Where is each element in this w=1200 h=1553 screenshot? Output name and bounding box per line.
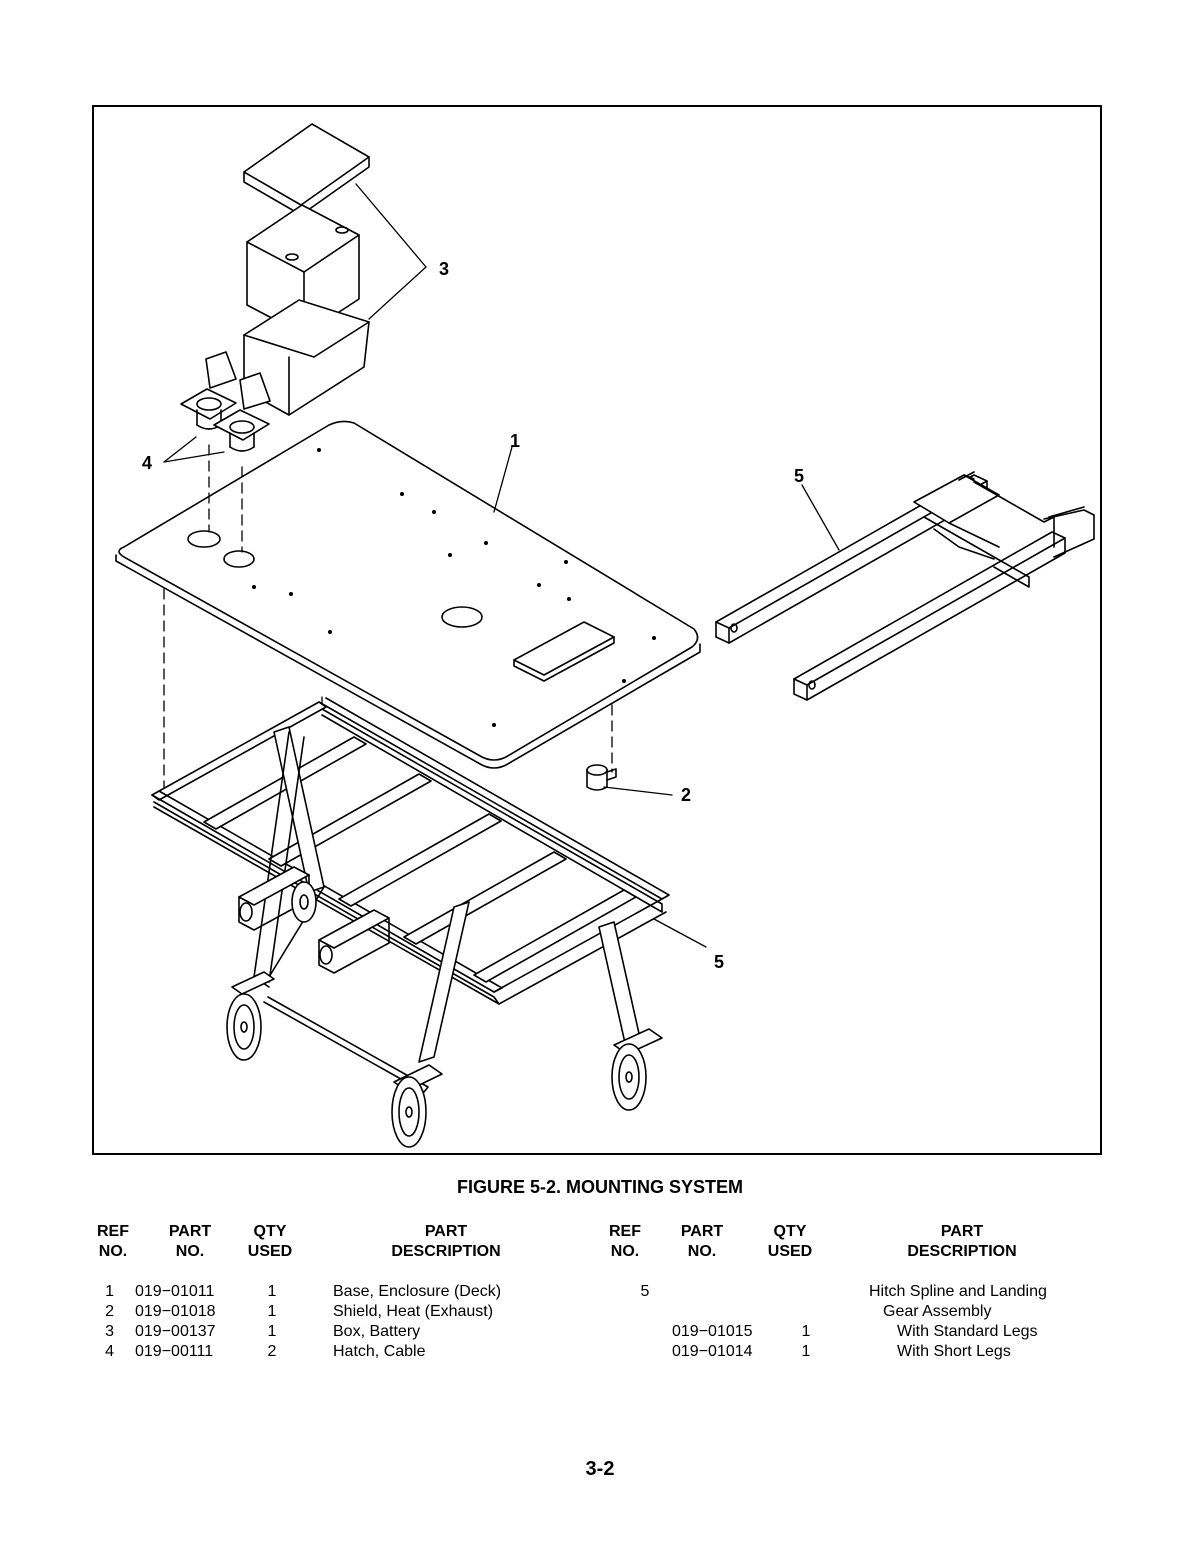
ref-no: 2	[105, 1303, 114, 1320]
callout-2: 2	[681, 785, 691, 805]
part-no: 019−01018	[135, 1303, 216, 1320]
qty-used: 1	[267, 1323, 277, 1340]
header-ref-no: REF NO.	[97, 1223, 129, 1260]
part-description: Hatch, Cable	[333, 1343, 426, 1360]
part-description: With Standard Legs	[897, 1323, 1038, 1340]
callout-3: 3	[439, 259, 449, 279]
cable-hatch-1	[180, 351, 237, 430]
ref-no: 1	[105, 1283, 114, 1300]
part-no: 019−01014	[672, 1343, 753, 1360]
header-part-no: PART NO.	[680, 1223, 724, 1260]
cable-hatch-2	[213, 372, 271, 452]
qty-used: 1	[267, 1303, 277, 1320]
casters	[226, 881, 663, 1148]
callout-5-hitch: 5	[794, 466, 804, 486]
battery-box-base	[243, 299, 370, 416]
deck-plate	[115, 420, 701, 769]
qty-used: 1	[801, 1323, 811, 1340]
header-qty-used: QTY USED	[767, 1223, 813, 1260]
figure-frame: 3 4 1 5 2 5	[92, 105, 1102, 1155]
header-part-description: PART DESCRIPTION	[907, 1223, 1017, 1260]
header-qty-used: QTY USED	[247, 1223, 293, 1260]
callout-5-frame: 5	[714, 952, 724, 972]
part-no: 019−01011	[135, 1283, 215, 1300]
part-description: Hitch Spline and Landing	[869, 1283, 1047, 1300]
header-part-no: PART NO.	[168, 1223, 212, 1260]
qty-used: 1	[801, 1343, 811, 1360]
mounting-system-drawing: 3 4 1 5 2 5	[115, 123, 1095, 1148]
hitch-spline-assembly	[715, 471, 1095, 701]
part-description: Box, Battery	[333, 1323, 421, 1340]
part-no: 019−01015	[672, 1323, 753, 1340]
header-ref-no: REF NO.	[609, 1223, 641, 1260]
deck-plate-holes	[252, 448, 656, 727]
part-no: 019−00137	[135, 1323, 216, 1340]
qty-used: 2	[267, 1343, 277, 1360]
part-description: Shield, Heat (Exhaust)	[333, 1303, 494, 1320]
page-number: 3-2	[585, 1458, 615, 1480]
callout-4: 4	[142, 453, 152, 473]
battery-box-lid	[243, 123, 370, 216]
part-description: Gear Assembly	[883, 1303, 992, 1320]
part-description: Base, Enclosure (Deck)	[333, 1283, 502, 1300]
ref-no: 5	[640, 1283, 650, 1300]
ref-no: 3	[105, 1323, 114, 1340]
callout-1: 1	[510, 431, 520, 451]
header-part-description: PART DESCRIPTION	[391, 1223, 501, 1260]
qty-used: 1	[267, 1283, 277, 1300]
figure-caption: FIGURE 5-2. MOUNTING SYSTEM	[456, 1177, 744, 1197]
part-description: With Short Legs	[897, 1343, 1011, 1360]
mounting-frame	[151, 697, 670, 1093]
ref-no: 4	[105, 1343, 114, 1360]
part-no: 019−00111	[135, 1343, 214, 1360]
